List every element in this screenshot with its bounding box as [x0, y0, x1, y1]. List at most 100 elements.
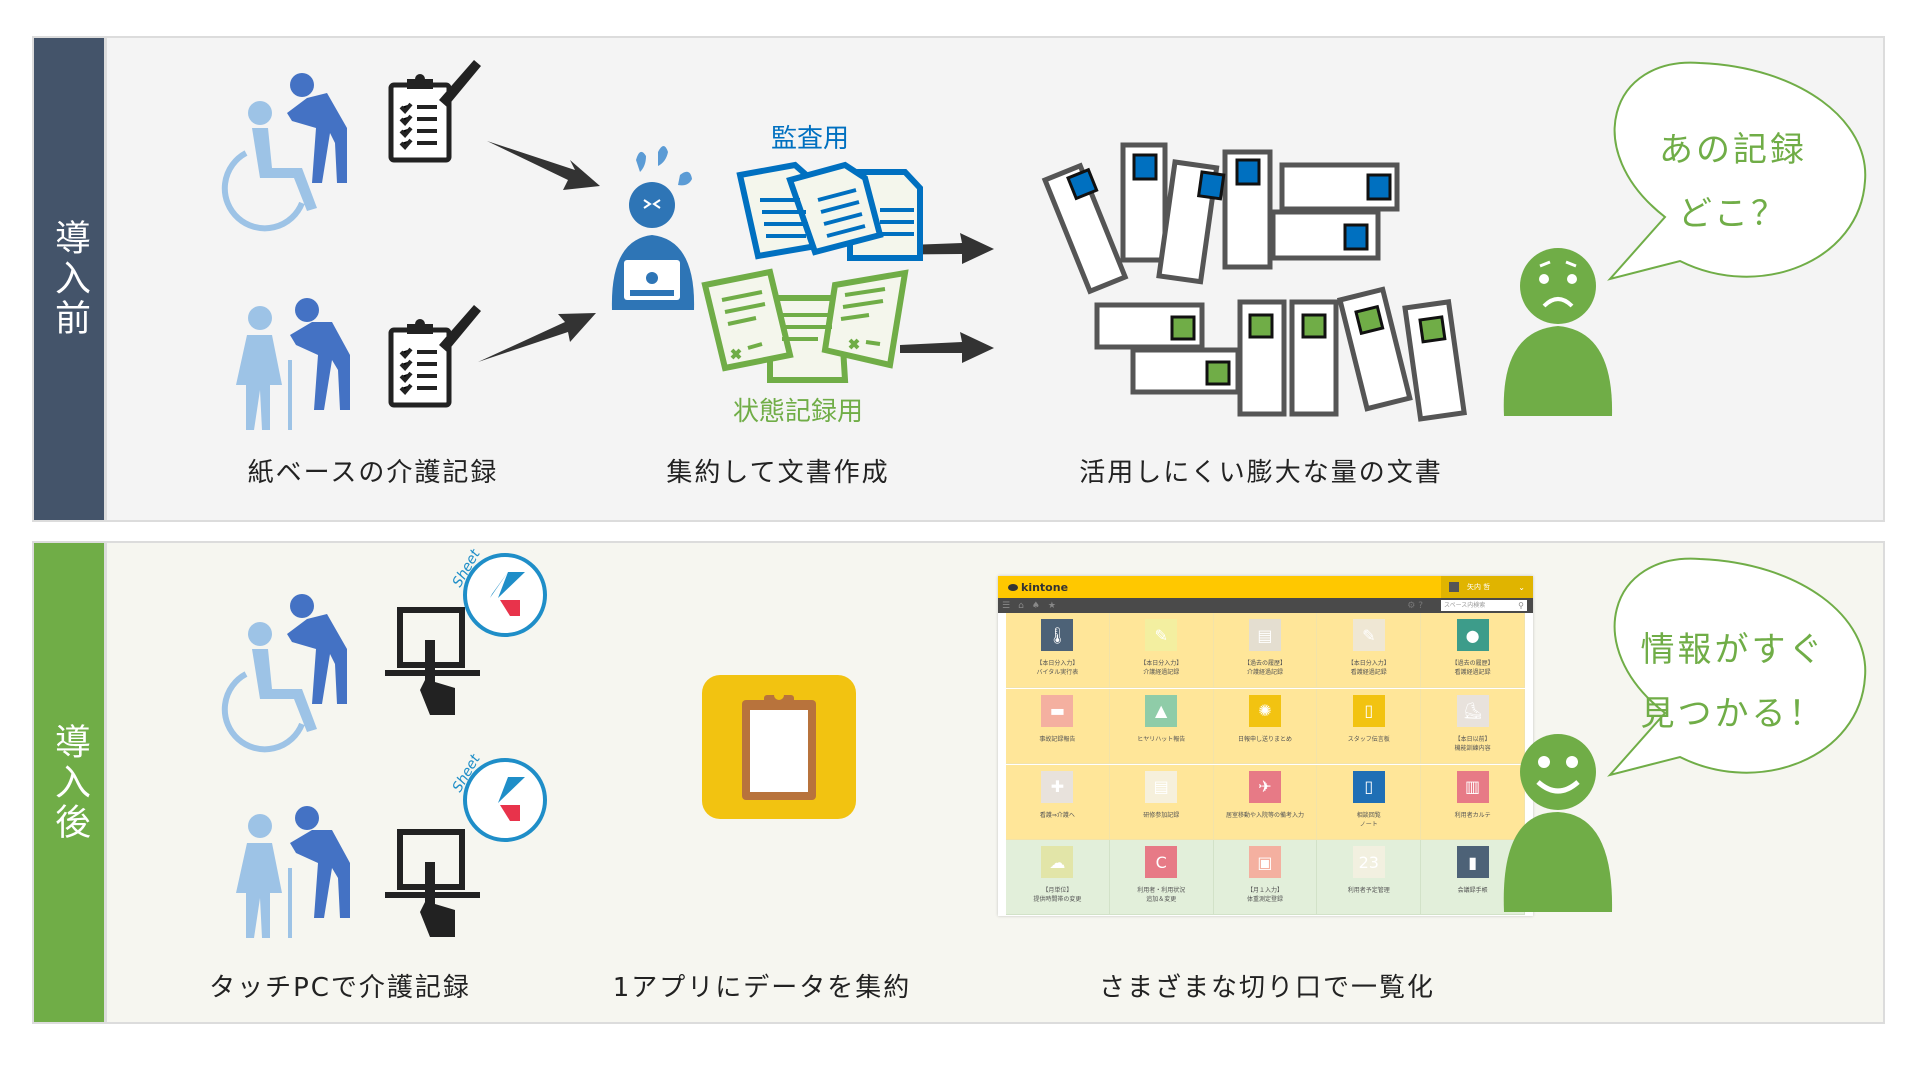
star-icon[interactable]: ★ — [1047, 600, 1056, 611]
gear-icon[interactable]: ⚙ ? — [1407, 600, 1423, 611]
kintone-app-tile[interactable]: ● 【過去の履歴】 看護経過記録 — [1421, 613, 1525, 688]
sheet-badge-icon — [463, 758, 547, 842]
before-bubble-line2: どこ？ — [1678, 194, 1788, 234]
wheelchair-caregiver-icon — [221, 594, 347, 753]
app-name: 【本日分入力】 看護経過記録 — [1347, 660, 1390, 676]
home-icon[interactable]: ⌂ — [1018, 600, 1024, 611]
kintone-app-tile[interactable]: ▣ 【月１入力】 体重測定登録 — [1213, 840, 1318, 916]
kintone-app-tile[interactable]: 🌡【本日分入力】 バイタル実行表 — [1006, 613, 1110, 688]
kintone-header: kintone 矢内 哲⌄ — [998, 576, 1533, 598]
app-icon: ▲ — [1145, 694, 1178, 727]
kintone-app-tile[interactable]: ✎ 【本日分入力】 看護経過記録 — [1317, 613, 1422, 688]
app-icon: ☁ — [1041, 846, 1074, 879]
worried-face-icon — [1520, 248, 1596, 324]
clipboard-app-icon — [702, 675, 856, 819]
bell-icon[interactable]: ♠ — [1031, 600, 1040, 611]
app-name: 【本日分入力】 介護経過記録 — [1140, 660, 1183, 676]
app-icon: C — [1145, 846, 1178, 879]
clipboard-checklist-icon — [388, 60, 481, 163]
app-icon: ▬ — [1041, 694, 1074, 727]
kintone-search-input[interactable]: スペース内検索⚲ — [1441, 600, 1527, 611]
app-name: 利用者カルテ — [1454, 811, 1491, 819]
app-name: 【月単位】 提供時間帯の変更 — [1033, 887, 1082, 904]
app-name: スタッフ伝言板 — [1347, 735, 1390, 743]
status-doc-label: 状態記録用 — [732, 397, 864, 427]
after-step2-caption: 1アプリにデータを集約 — [612, 973, 912, 1003]
app-name: 【本日以前】 機能訓練内容 — [1454, 735, 1491, 752]
kintone-app-tile[interactable]: ▤ 研修参加記録 — [1109, 764, 1214, 840]
kintone-user-menu[interactable]: 矢内 哲⌄ — [1441, 576, 1533, 598]
after-step3-caption: さまざまな切り口で一覧化 — [1098, 973, 1436, 1003]
after-step1-caption: タッチPCで介護記録 — [209, 973, 471, 1003]
after-panel: 導入後 — [32, 541, 1885, 1024]
kintone-logo: kintone — [1008, 581, 1068, 594]
speech-bubble — [1607, 557, 1867, 777]
app-name: 【過去の履歴】 看護経過記録 — [1451, 660, 1494, 676]
app-name: 研修参加記録 — [1143, 811, 1180, 819]
before-side-label-text: 導入前 — [49, 219, 90, 339]
touch-pc-with-sheet-icon: Sheet — [385, 752, 547, 937]
before-bubble-line1: あの記録 — [1659, 130, 1807, 170]
app-icon: ✈ — [1248, 770, 1281, 803]
kintone-app-grid: 🌡【本日分入力】 バイタル実行表 ✎ 【本日分入力】 介護経過記録 ▤ 【過去の履歴】 … — [1006, 613, 1525, 916]
binders-pile-icon — [1041, 142, 1467, 422]
kintone-app-tile[interactable]: ▯相談回覧 ノート — [1317, 764, 1422, 840]
worried-person-speech — [1503, 61, 1867, 416]
app-name: 日報申し送りまとめ — [1237, 735, 1292, 743]
kintone-app-tile[interactable]: ▲ヒヤリハット報告 — [1109, 688, 1214, 764]
app-icon: ▯ — [1352, 694, 1385, 727]
after-bubble-text: 情報がすぐ 見つかる！ — [1641, 618, 1826, 746]
app-icon: ▣ — [1248, 846, 1281, 879]
kintone-app-tile[interactable]: ✈ 居室移動や入院等の備考入力 — [1213, 764, 1318, 840]
before-bubble-text: あの記録 どこ？ — [1659, 118, 1807, 246]
sheet-badge-icon — [463, 553, 547, 637]
before-step3-caption: 活用しにくい膨大な量の文書 — [1079, 458, 1443, 488]
menu-icon[interactable]: ☰ — [1002, 600, 1011, 611]
elderly-caregiver-icon — [236, 806, 350, 938]
kintone-app-tile[interactable]: ✺日報申し送りまとめ — [1213, 688, 1318, 764]
wheelchair-caregiver-icon — [221, 73, 347, 232]
touch-pc-with-sheet-icon: Sheet — [385, 547, 547, 715]
app-icon: ● — [1456, 619, 1489, 651]
app-icon: ⛸ — [1456, 694, 1489, 727]
kintone-app-tile[interactable]: ✎ 【本日分入力】 介護経過記録 — [1109, 613, 1214, 688]
kintone-app-tile[interactable]: ✚看護⇒介護へ — [1006, 764, 1110, 840]
happy-face-icon — [1520, 734, 1596, 810]
chevron-down-icon: ⌄ — [1518, 582, 1525, 592]
user-avatar-icon — [1449, 582, 1459, 592]
happy-person-speech — [1503, 557, 1867, 912]
app-icon: ✎ — [1352, 619, 1385, 651]
app-icon: ✎ — [1145, 619, 1178, 651]
after-bubble-line1: 情報がすぐ — [1640, 630, 1826, 670]
kintone-app-tile[interactable]: ▤ 【過去の履歴】 介護経過記録 — [1213, 613, 1318, 688]
before-step1-caption: 紙ベースの介護記録 — [247, 458, 499, 488]
app-name: 【月１入力】 体重測定登録 — [1246, 887, 1283, 904]
before-step2-caption: 集約して文書作成 — [666, 458, 890, 488]
kintone-app-tile[interactable]: ▯ スタッフ伝言板 — [1317, 688, 1422, 764]
speech-bubble — [1607, 61, 1867, 281]
app-name: 居室移動や入院等の備考入力 — [1225, 811, 1304, 819]
app-name: 看護⇒介護へ — [1039, 811, 1075, 819]
app-name: 【本日分入力】 バイタル実行表 — [1036, 660, 1079, 676]
stressed-worker-icon — [611, 146, 695, 310]
audit-doc-label: 監査用 — [770, 124, 850, 154]
app-icon: ▤ — [1248, 619, 1281, 651]
app-icon: 23 — [1352, 846, 1385, 879]
app-icon: ▮ — [1456, 846, 1489, 879]
kintone-app-tile[interactable]: ▬ 事故記録報告 — [1006, 688, 1110, 764]
app-icon: ▤ — [1145, 770, 1178, 803]
app-name: 【過去の履歴】 介護経過記録 — [1243, 660, 1286, 676]
clipboard-checklist-icon — [388, 305, 481, 408]
kintone-app-tile[interactable]: ▥ 利用者カルテ — [1421, 764, 1525, 840]
before-side-label: 導入前 — [34, 38, 107, 520]
app-name: 事故記録報告 — [1039, 735, 1076, 743]
status-record-documents-icon — [701, 268, 909, 383]
kintone-app-tile[interactable]: ⛸ 【本日以前】 機能訓練内容 — [1421, 688, 1525, 764]
search-icon[interactable]: ⚲ — [1518, 601, 1524, 610]
kintone-logo-icon — [1008, 583, 1018, 591]
after-bubble-line2: 見つかる！ — [1640, 694, 1826, 734]
kintone-app-tile[interactable]: ☁ 【月単位】 提供時間帯の変更 — [1006, 840, 1110, 916]
app-icon: ▥ — [1456, 770, 1489, 803]
